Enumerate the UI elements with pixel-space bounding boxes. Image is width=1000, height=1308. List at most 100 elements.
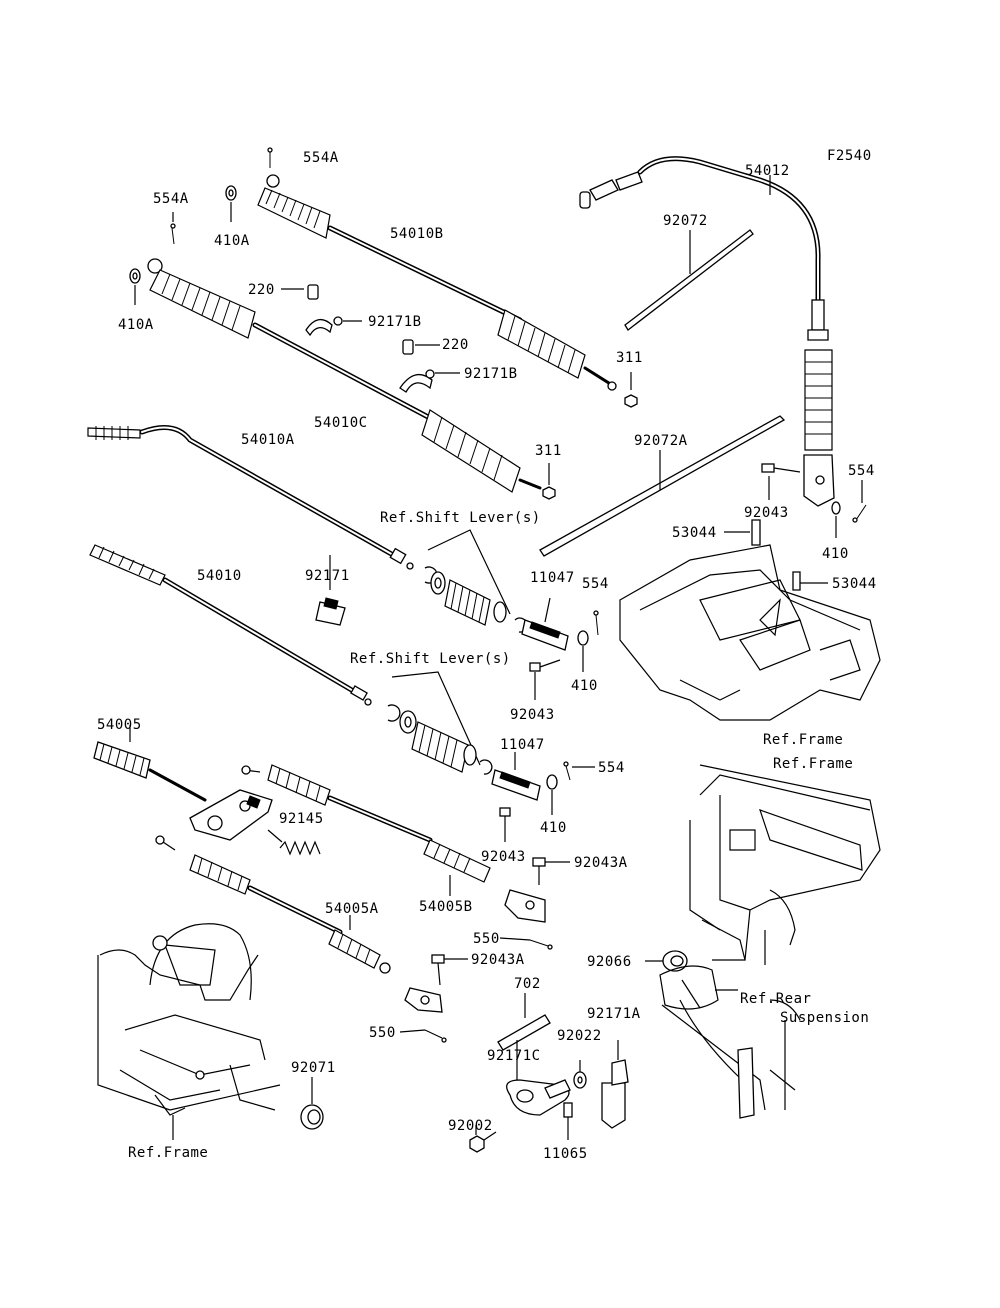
- bracket-11047-lower: [491, 752, 541, 801]
- label-550-upper: 550: [473, 931, 500, 947]
- label-92002: 92002: [448, 1118, 493, 1134]
- label-410-mid: 410: [571, 678, 598, 694]
- frame-lower-left: [97, 923, 281, 1116]
- label-92145: 92145: [279, 811, 324, 827]
- label-92171: 92171: [305, 568, 350, 584]
- label-92043a-lower: 92043A: [471, 952, 525, 968]
- shift-lever-set-upper: [424, 529, 528, 633]
- label-92022: 92022: [557, 1028, 602, 1044]
- pin-92043a-lower: [431, 954, 468, 986]
- washer-92022: [573, 1060, 587, 1089]
- label-ref-frame-bottom: Ref.Frame: [128, 1145, 208, 1161]
- pin-92043-upper-right: [761, 463, 801, 500]
- label-ref-shift-lever-upper: Ref.Shift Lever(s): [380, 510, 541, 526]
- cable-tie-92072a: [539, 415, 786, 557]
- label-92171a: 92171A: [587, 1006, 641, 1022]
- label-11047-lower: 11047: [500, 737, 545, 753]
- label-92072a: 92072A: [634, 433, 688, 449]
- clip-53044-lower: [792, 571, 828, 591]
- grommet-92071: [300, 1077, 324, 1130]
- bracket-11047-upper: [521, 597, 569, 651]
- label-92043-lower: 92043: [481, 849, 526, 865]
- label-92071: 92071: [291, 1060, 336, 1076]
- washer-410-lower: [546, 774, 558, 815]
- rod-702: [497, 993, 551, 1051]
- label-92171c: 92171C: [487, 1048, 541, 1064]
- label-92171b-upper: 92171B: [368, 314, 422, 330]
- label-ref-rear: Ref.Rear: [740, 991, 811, 1007]
- cable-54010b: [257, 147, 638, 408]
- pin-92043-lower: [499, 807, 511, 842]
- spring-92145: [267, 829, 321, 856]
- clip-53044-upper: [724, 519, 761, 546]
- clamp-92171: [315, 555, 346, 626]
- bracket-92171a: [601, 1040, 629, 1129]
- cable-tie-92072: [624, 229, 754, 331]
- pin-92043-mid: [529, 659, 561, 700]
- clamp-92171b-lower: [399, 339, 460, 393]
- pin-550-upper: [499, 937, 553, 950]
- label-554-mid: 554: [582, 576, 609, 592]
- cable-54005b: [241, 764, 546, 923]
- label-54010: 54010: [197, 568, 242, 584]
- label-410-lower: 410: [540, 820, 567, 836]
- label-702: 702: [514, 976, 541, 992]
- frame-upper-right: [619, 544, 881, 721]
- label-410a-left: 410A: [118, 317, 154, 333]
- label-53044-upper: 53044: [672, 525, 717, 541]
- label-ref-frame-b: Ref.Frame: [773, 756, 853, 772]
- label-54010b: 54010B: [390, 226, 444, 242]
- pin-550-lower: [399, 1029, 447, 1043]
- pin-554-mid: [593, 610, 599, 636]
- cable-54005a: [155, 835, 443, 1013]
- label-54012: 54012: [745, 163, 790, 179]
- washer-410-mid: [577, 630, 589, 672]
- label-220-lower: 220: [442, 337, 469, 353]
- pin-92043a-upper: [532, 857, 570, 885]
- label-311-upper: 311: [616, 350, 643, 366]
- bolt-92002: [469, 1125, 497, 1153]
- label-ref-frame-a: Ref.Frame: [763, 732, 843, 748]
- label-54005: 54005: [97, 717, 142, 733]
- washer-410a-top: [225, 185, 237, 222]
- label-554-right: 554: [848, 463, 875, 479]
- label-54005a: 54005A: [325, 901, 379, 917]
- grommet-92066: [645, 950, 688, 972]
- label-554a-left: 554A: [153, 191, 189, 207]
- washer-410a-left: [129, 268, 141, 305]
- washer-410-right: [831, 501, 841, 538]
- label-92043-mid: 92043: [510, 707, 555, 723]
- cable-54005: [93, 725, 207, 802]
- shift-lever-set-lower: [387, 671, 493, 775]
- label-92171b-lower: 92171B: [464, 366, 518, 382]
- label-suspension: Suspension: [780, 1010, 869, 1026]
- label-410-right: 410: [822, 546, 849, 562]
- label-410a-top: 410A: [214, 233, 250, 249]
- cable-54010a: [87, 425, 414, 570]
- label-550-lower: 550: [369, 1025, 396, 1041]
- cable-54012: [579, 156, 835, 507]
- clamp-92171b-upper: [281, 284, 362, 337]
- label-54005b: 54005B: [419, 899, 473, 915]
- label-554-lower: 554: [598, 760, 625, 776]
- pin-11065: [563, 1102, 573, 1140]
- pin-554a-left: [170, 212, 176, 245]
- label-53044-lower: 53044: [832, 576, 877, 592]
- label-92043a-upper: 92043A: [574, 855, 628, 871]
- label-11047-upper: 11047: [530, 570, 575, 586]
- bracket-plate: [189, 789, 273, 841]
- pin-554-lower: [563, 761, 595, 781]
- pin-554-right: [852, 480, 867, 523]
- label-311-lower: 311: [535, 443, 562, 459]
- frame-middle-right: [689, 764, 881, 965]
- label-92072: 92072: [663, 213, 708, 229]
- label-ref-shift-lever-lower: Ref.Shift Lever(s): [350, 651, 511, 667]
- lever-92171c: [506, 1040, 571, 1116]
- cable-54010: [89, 544, 372, 706]
- diagram-code: F2540: [827, 148, 872, 164]
- label-54010c: 54010C: [314, 415, 368, 431]
- label-92043-upper: 92043: [744, 505, 789, 521]
- label-554a-top: 554A: [303, 150, 339, 166]
